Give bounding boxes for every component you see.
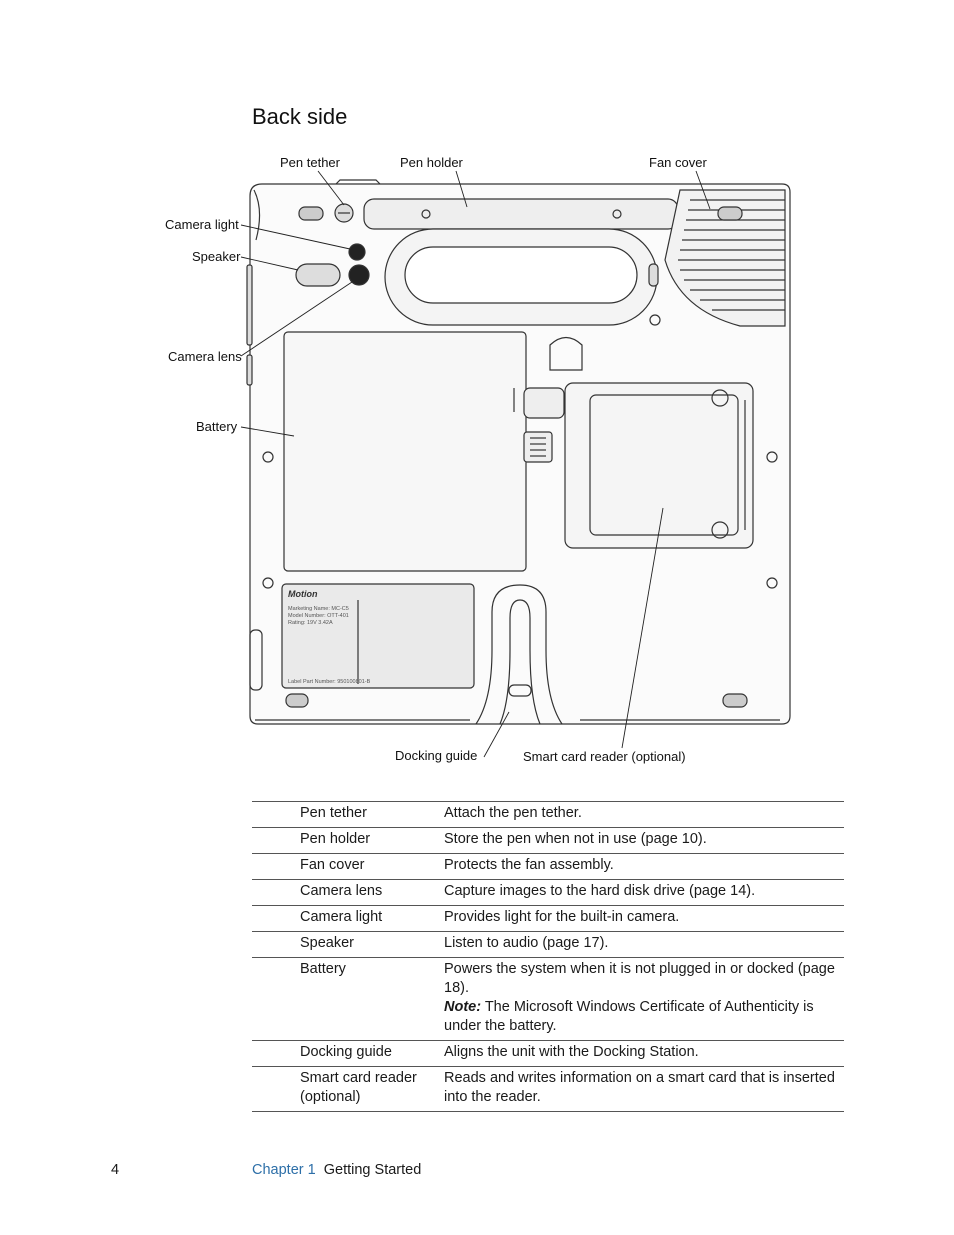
page-number: 4: [111, 1162, 120, 1178]
part-name: Camera light: [300, 905, 444, 932]
callout-battery: Battery: [196, 419, 238, 434]
part-description: Protects the fan assembly.: [444, 853, 844, 880]
smart-card-reader-mark: [564, 382, 754, 549]
note-label: Note:: [444, 999, 482, 1015]
part-name: Fan cover: [300, 853, 444, 880]
table-row: Pen tether Attach the pen tether.: [252, 801, 844, 828]
part-description: Listen to audio (page 17).: [444, 931, 844, 958]
device-back-illustration: Motion Marketing Name: MC-C5 Model Numbe…: [240, 170, 791, 758]
parts-table: Pen tether Attach the pen tether. Pen ho…: [252, 801, 844, 1112]
part-name: Speaker: [300, 931, 444, 958]
table-row: Pen holder Store the pen when not in use…: [252, 827, 844, 854]
note-text: The Microsoft Windows Certificate of Aut…: [444, 999, 814, 1034]
part-description: Aligns the unit with the Docking Station…: [444, 1040, 844, 1067]
table-row: Fan cover Protects the fan assembly.: [252, 853, 844, 880]
speaker-mark: [295, 263, 341, 287]
callout-pen-holder: Pen holder: [400, 155, 463, 170]
battery-description: Powers the system when it is not plugged…: [444, 961, 835, 996]
table-row: Battery Powers the system when it is not…: [252, 957, 844, 1041]
part-description: Attach the pen tether.: [444, 801, 844, 828]
part-name: Battery: [300, 957, 444, 1041]
chapter-label[interactable]: Chapter 1: [252, 1162, 316, 1178]
part-name: Pen tether: [300, 801, 444, 828]
part-name: Camera lens: [300, 879, 444, 906]
table-row: Speaker Listen to audio (page 17).: [252, 931, 844, 958]
callout-camera-light: Camera light: [165, 217, 239, 232]
back-side-figure: Motion Marketing Name: MC-C5 Model Numbe…: [165, 155, 791, 764]
part-description: Store the pen when not in use (page 10).: [444, 827, 844, 854]
regulatory-label: [281, 583, 475, 689]
label-line-1: Marketing Name: MC-C5: [288, 606, 349, 612]
pen-holder-mark: [363, 198, 679, 230]
callout-camera-lens: Camera lens: [168, 349, 242, 364]
part-description: Provides light for the built-in camera.: [444, 905, 844, 932]
table-row: Smart card reader (optional) Reads and w…: [252, 1066, 844, 1112]
label-line-4: Label Part Number: 950100801-B: [288, 679, 371, 685]
table-row: Docking guide Aligns the unit with the D…: [252, 1040, 844, 1067]
part-description: Capture images to the hard disk drive (p…: [444, 879, 844, 906]
part-description: Powers the system when it is not plugged…: [444, 957, 844, 1041]
callout-pen-tether: Pen tether: [280, 155, 340, 170]
table-row: Camera light Provides light for the buil…: [252, 905, 844, 932]
table-row: Camera lens Capture images to the hard d…: [252, 879, 844, 906]
camera-lens-mark: [348, 264, 370, 286]
section-heading: Back side: [252, 104, 348, 129]
callout-fan-cover: Fan cover: [649, 155, 707, 170]
part-description: Reads and writes information on a smart …: [444, 1066, 844, 1112]
part-name: Pen holder: [300, 827, 444, 854]
camera-light-mark: [348, 243, 366, 261]
callout-smart-card-reader: Smart card reader (optional): [523, 749, 686, 764]
docking-guide-mark: [475, 584, 563, 725]
battery-mark: [283, 331, 527, 572]
label-line-2: Model Number: OTT-401: [288, 613, 349, 619]
label-brand: Motion: [288, 589, 318, 599]
part-name: Docking guide: [300, 1040, 444, 1067]
leader-lines: [240, 170, 711, 758]
chapter-footer: Chapter 1 Getting Started: [252, 1162, 421, 1178]
label-line-3: Rating: 19V 3.42A: [288, 620, 333, 626]
callout-docking-guide: Docking guide: [395, 748, 478, 763]
chapter-title: Getting Started: [323, 1162, 422, 1178]
callout-speaker: Speaker: [192, 249, 241, 264]
part-name: Smart card reader (optional): [300, 1066, 444, 1112]
